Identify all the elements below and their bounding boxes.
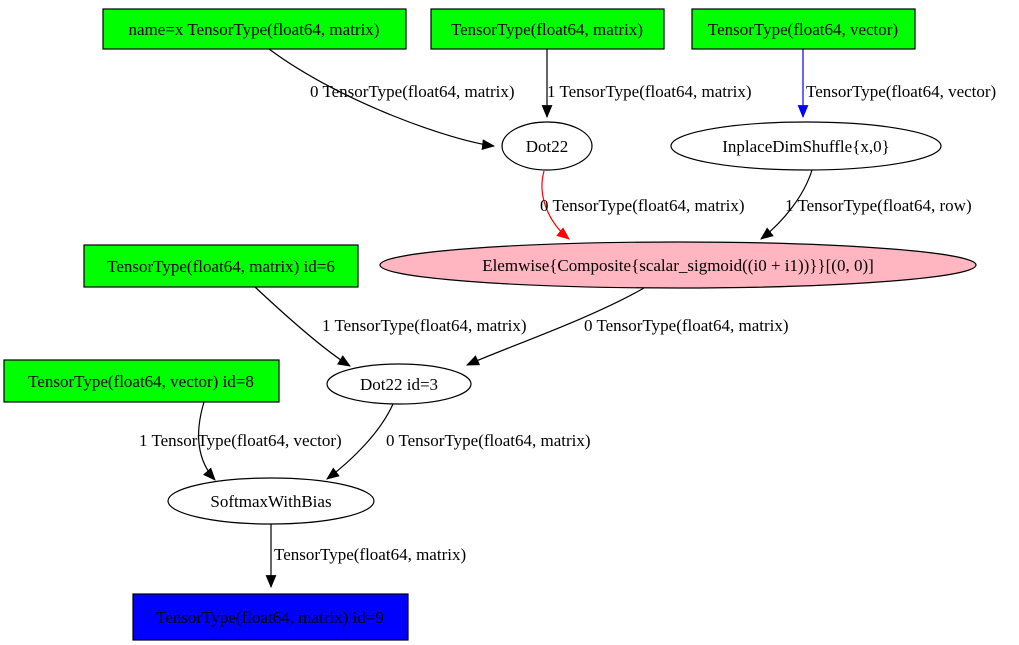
node-elemwise-ellipse [379, 241, 977, 289]
node-output-id9-box [132, 593, 409, 641]
node-input-v-box [691, 8, 916, 50]
edge-label-x-to-dot22: 0 TensorType(float64, matrix) [310, 82, 515, 101]
node-softmax-ellipse [167, 477, 375, 525]
node-input-id6-label: TensorType(float64, matrix) id=6 [107, 257, 335, 276]
node-elemwise-label: Elemwise{Composite{scalar_sigmoid((i0 + … [482, 256, 874, 275]
node-dot22-id3-ellipse [326, 363, 472, 405]
node-softmax-label: SoftmaxWithBias [210, 492, 331, 511]
node-input-id8-label: TensorType(float64, vector) id=8 [28, 372, 254, 391]
node-input-w-box [430, 8, 665, 50]
node-dimshuffle-ellipse [670, 121, 942, 171]
edge-dot22id3-to-softmax [326, 403, 394, 480]
edge-dot22-to-elemwise [541, 170, 570, 240]
node-dot22: Dot22 [501, 121, 593, 171]
node-elemwise: Elemwise{Composite{scalar_sigmoid((i0 + … [379, 241, 977, 289]
node-softmax: SoftmaxWithBias [167, 477, 375, 525]
edge-label-elemwise-to-dot22id3: 0 TensorType(float64, matrix) [584, 316, 789, 335]
node-input-v-label: TensorType(float64, vector) [708, 20, 898, 39]
node-input-x-label: name=x TensorType(float64, matrix) [129, 20, 380, 39]
node-input-id8: TensorType(float64, vector) id=8 [3, 359, 280, 403]
node-input-w-label: TensorType(float64, matrix) [451, 20, 643, 39]
node-output-id9-label: TensorType(float64, matrix) id=9 [156, 608, 384, 627]
node-dimshuffle-label: InplaceDimShuffle{x,0} [722, 137, 890, 156]
edge-label-softmax-to-output: TensorType(float64, matrix) [274, 545, 466, 564]
node-input-id6: TensorType(float64, matrix) id=6 [83, 244, 359, 288]
edge-dimshuffle-to-elemwise [760, 169, 813, 240]
edge-id8-to-softmax [197, 401, 216, 481]
edge-label-dimshuffle-to-elemwise: 1 TensorType(float64, row) [785, 196, 972, 215]
node-dot22-id3: Dot22 id=3 [326, 363, 472, 405]
node-dot22-id3-label: Dot22 id=3 [360, 375, 438, 394]
node-output-id9: TensorType(float64, matrix) id=9 [132, 593, 409, 641]
node-dimshuffle: InplaceDimShuffle{x,0} [670, 121, 942, 171]
edge-x-to-dot22 [268, 48, 496, 150]
edge-elemwise-to-dot22id3 [466, 287, 645, 366]
edge-label-v-to-dimshuffle: TensorType(float64, vector) [806, 82, 996, 101]
edge-label-id8-to-softmax: 1 TensorType(float64, vector) [139, 431, 342, 450]
edge-label-w-to-dot22: 1 TensorType(float64, matrix) [547, 82, 752, 101]
node-input-id6-box [83, 244, 359, 288]
node-dot22-label: Dot22 [526, 137, 569, 156]
node-input-v: TensorType(float64, vector) [691, 8, 916, 50]
node-input-x: name=x TensorType(float64, matrix) [102, 8, 407, 50]
node-input-w: TensorType(float64, matrix) [430, 8, 665, 50]
edge-label-dot22id3-to-softmax: 0 TensorType(float64, matrix) [386, 431, 591, 450]
node-dot22-ellipse [501, 121, 593, 171]
edge-id6-to-dot22id3 [254, 286, 351, 367]
node-input-id8-box [3, 359, 280, 403]
edge-label-id6-to-dot22id3: 1 TensorType(float64, matrix) [322, 316, 527, 335]
edge-label-dot22-to-elemwise: 0 TensorType(float64, matrix) [540, 196, 745, 215]
node-input-x-box [102, 8, 407, 50]
